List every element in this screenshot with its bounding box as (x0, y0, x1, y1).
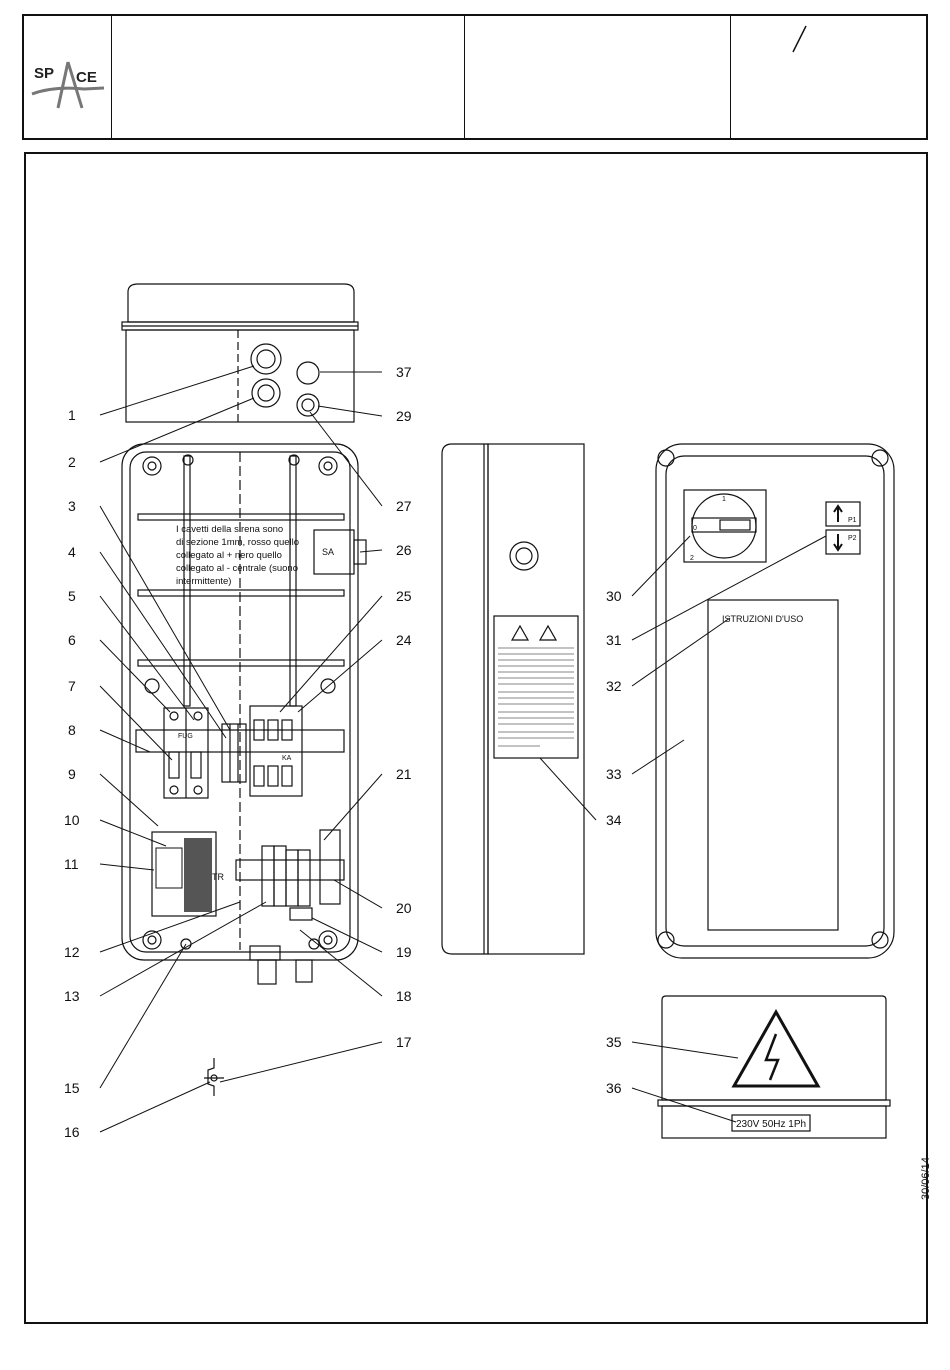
callout-1: 1 (68, 407, 76, 423)
callout-26: 26 (396, 542, 412, 558)
callout-15: 15 (64, 1080, 80, 1096)
instructions-title: ISTRUZIONI D'USO (722, 614, 803, 624)
voltage-plate-text: 230V 50Hz 1Ph (736, 1119, 806, 1130)
note-line-3: collegato al + nero quello (176, 550, 282, 561)
switch-pos-1: 1 (722, 496, 726, 503)
callout-3: 3 (68, 498, 76, 514)
callout-9: 9 (68, 766, 76, 782)
warning-text-lines (498, 648, 574, 746)
cable-gland-2 (252, 379, 280, 407)
callout-6: 6 (68, 632, 76, 648)
callout-24: 24 (396, 632, 412, 648)
callout-10: 10 (64, 812, 80, 828)
p2-button (826, 530, 860, 554)
cable-gland-29 (297, 394, 319, 416)
cable-gland-1 (251, 344, 281, 374)
callout-11: 11 (64, 856, 79, 872)
cable-gland-37 (297, 362, 319, 384)
callout-leaders (100, 366, 826, 1132)
callout-29: 29 (396, 408, 412, 424)
callout-37: 37 (396, 364, 412, 380)
callout-19: 19 (396, 944, 412, 960)
note-line-1: I cavetti della sirena sono (176, 524, 283, 535)
switch-pos-2: 2 (690, 555, 694, 562)
callout-35: 35 (606, 1034, 622, 1050)
bottom-gland-right (296, 960, 312, 982)
din-rail-bottom (236, 860, 344, 880)
transformer-label: TR (212, 872, 224, 882)
note-line-5: intermittente) (176, 576, 231, 587)
siren-label: SA (322, 547, 334, 557)
high-voltage-symbol (734, 1012, 818, 1086)
note-line-4: collegato al - centrale (suono (176, 563, 298, 574)
callout-8: 8 (68, 722, 76, 738)
switch-pos-0: 0 (693, 525, 697, 532)
warning-label (494, 616, 578, 758)
note-line-2: di sezione 1mm, rosso quello (176, 537, 299, 548)
p2-label: P2 (848, 535, 857, 542)
enclosure-open-view: SA I cavetti della sirena sono di sezion… (122, 444, 366, 984)
fuse-label: FUG (178, 733, 193, 740)
callout-25: 25 (396, 588, 412, 604)
enclosure-front-view: 1 0 2 P1 P2 ISTRUZIONI D'USO (656, 444, 894, 958)
callout-30: 30 (606, 588, 622, 604)
callout-17: 17 (396, 1034, 412, 1050)
drawing-date: 30/06/14 (920, 1157, 932, 1200)
callout-2: 2 (68, 454, 76, 470)
callout-31: 31 (606, 632, 622, 648)
callout-32: 32 (606, 678, 622, 694)
enclosure-top-view (122, 284, 358, 422)
callout-20: 20 (396, 900, 412, 916)
callout-33: 33 (606, 766, 622, 782)
callout-21: 21 (396, 766, 412, 782)
warning-plate-view: 230V 50Hz 1Ph (658, 996, 890, 1138)
enclosure-side-view (442, 444, 584, 954)
callout-16: 16 (64, 1124, 80, 1140)
callout-7: 7 (68, 678, 76, 694)
callout-27: 27 (396, 498, 412, 514)
terminal-block-small (222, 724, 246, 782)
wiring-note: I cavetti della sirena sono di sezione 1… (176, 524, 299, 587)
bottom-gland-left (258, 960, 276, 984)
callout-4: 4 (68, 544, 76, 560)
callout-18: 18 (396, 988, 412, 1004)
callout-34: 34 (606, 812, 622, 828)
contactor-label: KA (282, 755, 292, 762)
terminal-blocks (262, 830, 340, 920)
callout-36: 36 (606, 1080, 622, 1096)
callout-12: 12 (64, 944, 80, 960)
p1-label: P1 (848, 517, 857, 524)
callout-13: 13 (64, 988, 80, 1004)
callout-5: 5 (68, 588, 76, 604)
din-clip-detail (204, 1058, 224, 1096)
instructions-panel (708, 600, 838, 930)
